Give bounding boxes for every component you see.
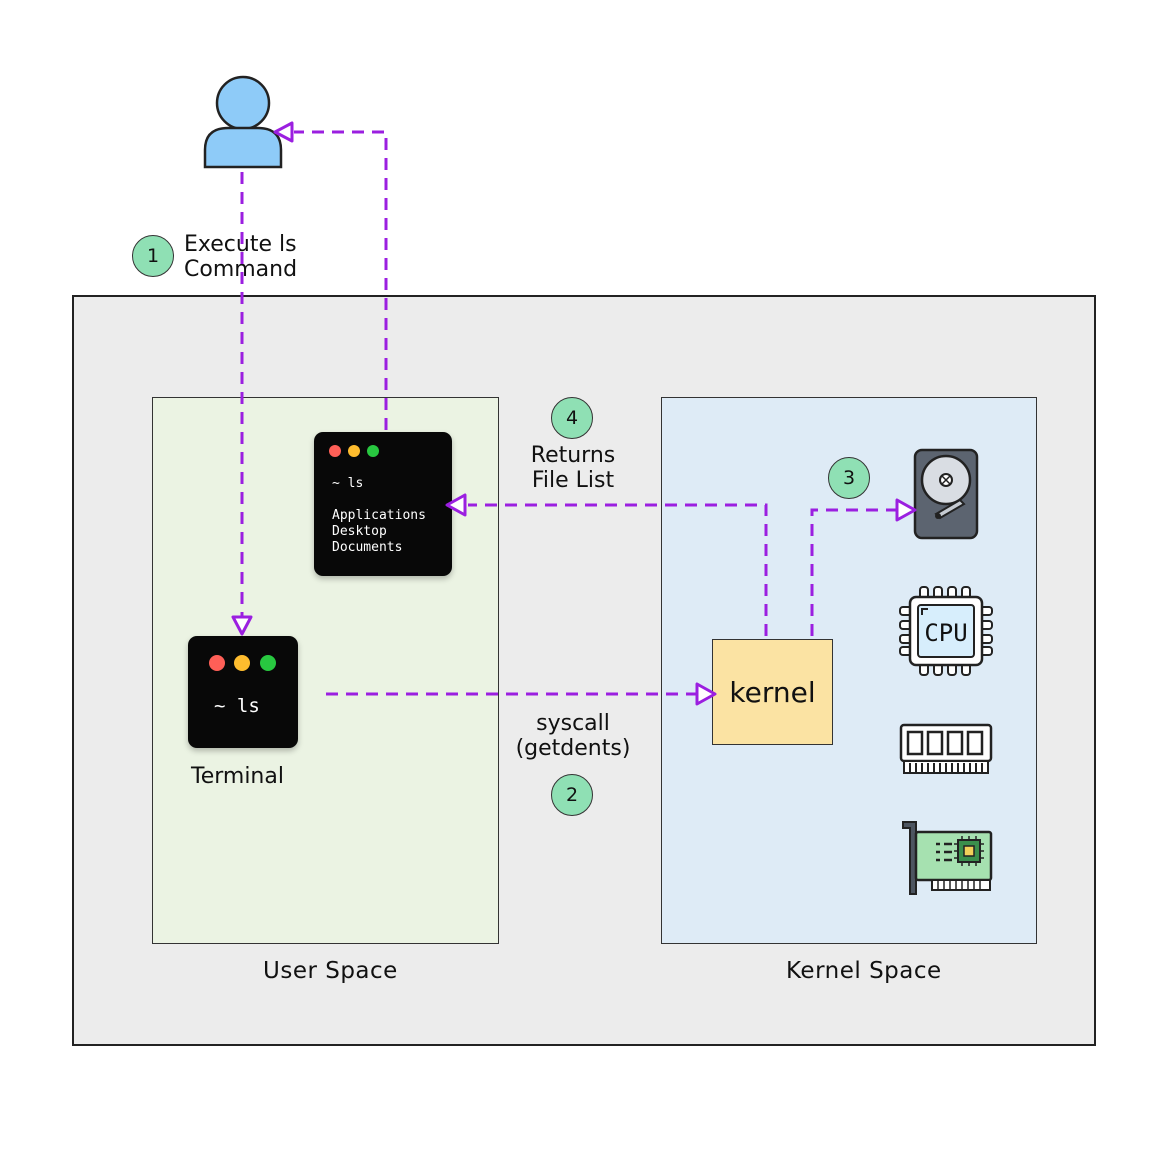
output-line: Documents [332, 540, 403, 555]
arrow-output-to-user [294, 130, 388, 430]
minimize-dot-icon [234, 655, 250, 671]
arrowhead-left [445, 493, 467, 517]
minimize-dot-icon [348, 445, 360, 457]
step-2-caption: syscall (getdents) [515, 711, 631, 761]
arrowhead-down [231, 615, 253, 636]
step-1-badge: 1 [132, 235, 174, 277]
terminal-window[interactable]: ~ ls [188, 636, 298, 748]
ram-icon [899, 723, 993, 774]
close-dot-icon [329, 445, 341, 457]
cpu-label: CPU [924, 619, 967, 647]
user-icon [203, 75, 283, 169]
cpu-icon: CPU [899, 586, 993, 676]
step-2-badge: 2 [551, 774, 593, 816]
output-prompt: ~ ls [332, 476, 364, 491]
step-3-badge: 3 [828, 457, 870, 499]
terminal-prompt: ~ ls [214, 695, 260, 717]
close-dot-icon [209, 655, 225, 671]
maximize-dot-icon [367, 445, 379, 457]
arrowhead-left [273, 121, 294, 143]
step-4-badge: 4 [551, 397, 593, 439]
arrow-returns-list [468, 503, 768, 636]
hard-drive-icon [913, 448, 979, 540]
output-line: Applications [332, 508, 426, 523]
step-4-caption: Returns File List [530, 443, 616, 493]
output-line: Desktop [332, 524, 387, 539]
arrowhead-right [895, 498, 917, 522]
network-card-icon [902, 821, 993, 895]
kernel-box: kernel [712, 639, 833, 745]
user-space-label: User Space [263, 958, 398, 984]
arrowhead-right [695, 682, 717, 706]
maximize-dot-icon [260, 655, 276, 671]
kernel-space-label: Kernel Space [786, 958, 942, 984]
terminal-output-window[interactable]: ~ ls Applications Desktop Documents [314, 432, 452, 576]
terminal-label: Terminal [191, 764, 284, 789]
arrow-kernel-to-disk [810, 508, 898, 636]
